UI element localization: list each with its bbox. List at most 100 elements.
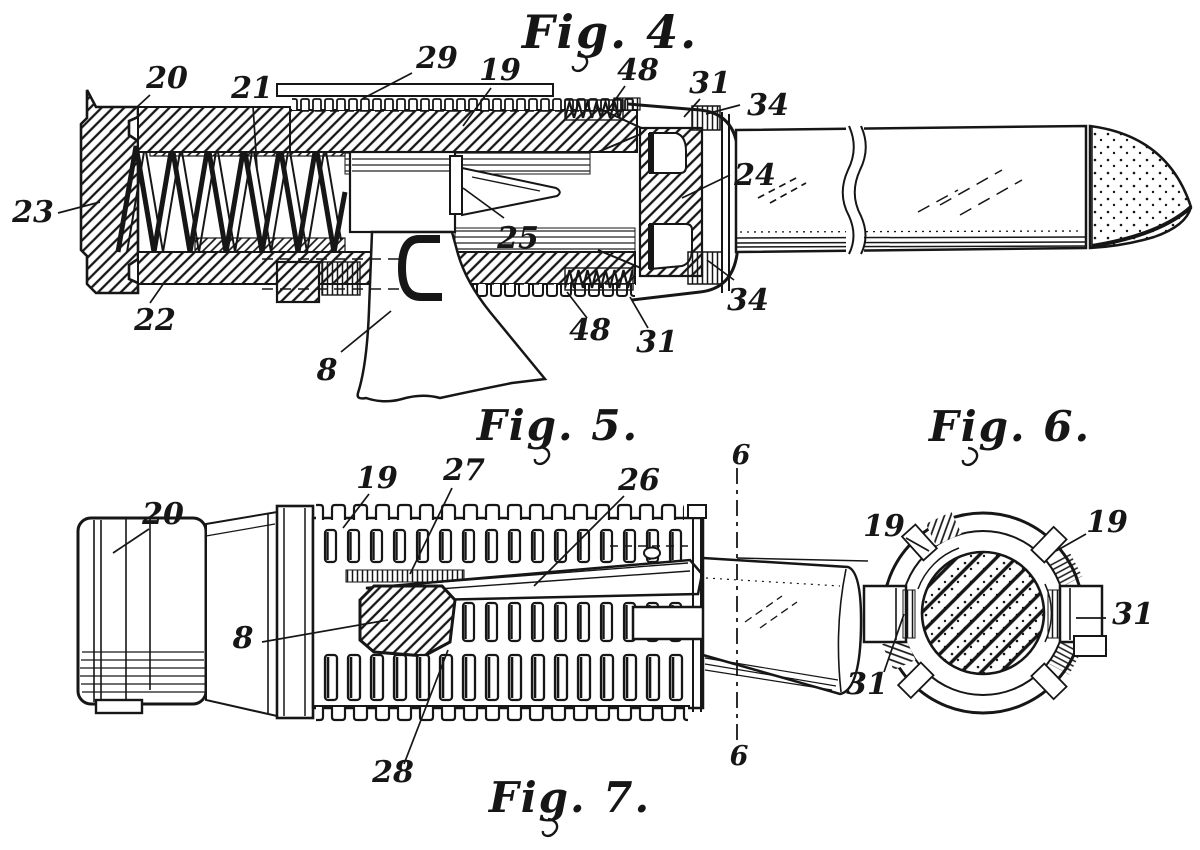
fig4-callout-20: 20 [145,61,188,96]
fig4-break-line2 [853,125,867,255]
fig4-spring48-bottom [564,267,634,291]
fig6-ring-hatch2 [925,511,962,546]
fig6-core-arc1 [917,547,960,590]
fig4-callout-48-bottom: 48 [569,313,611,348]
fig5-rod-end-arc [837,568,847,693]
fig4-sheen-marks [917,169,1023,216]
fig4-callout-31-bottom: 31 [636,325,678,360]
fig6-lug-right-step [1073,635,1107,657]
fig5-callout-19: 19 [356,461,398,496]
fig5-collar [275,504,315,720]
fig4-cartridge-band [735,236,1087,248]
fig5-rod-topline [736,557,869,562]
fig6-callout-19-left: 19 [863,509,905,544]
fig4-callout-25: 25 [496,221,539,256]
fig5-neck-topline [205,523,276,537]
fig4-callout-19: 19 [479,53,521,88]
fig5-rod [701,556,863,696]
fig4-cartridge-body [734,124,1088,254]
fig4-callout-23: 23 [11,195,54,230]
fig4-lower-step [275,260,321,304]
fig4-thread-teeth-top [292,96,635,110]
fig4-bullet-tip-base-shade [1091,205,1193,248]
fig5-cap-bottom-shading [80,651,205,693]
fig5-caption: Fig. 5. [476,401,639,450]
fig5-rod-sheen [744,595,798,629]
fig5-rod-bottom-lines [704,657,839,691]
fig4-bullet-tip-stipple [1090,126,1191,248]
fig6-lug-left [862,584,908,644]
fig5-lower-slots [320,652,690,704]
fig4-collet-vstripes-top [691,105,721,131]
fig6-core-stipple [922,552,1044,674]
fig4-callout-22: 22 [133,303,176,338]
fig6-caption: Fig. 6. [928,402,1091,451]
fig5-hole [643,546,661,560]
fig6-core-arc2 [1044,583,1053,643]
fig6-lug-right [1058,584,1104,644]
fig6-leaders [883,533,1106,673]
fig4-lever-slot [397,235,442,301]
fig6-gap1 [896,661,935,700]
fig5-callout-6-top: 6 [732,440,751,471]
fig4-leaders [57,72,807,353]
fig6-callout-31-left: 31 [846,667,888,702]
fig4-callout-24: 24 [733,158,776,193]
fig6-caption-flourish [961,446,979,467]
fig5-tab31 [631,605,715,641]
fig4-collet-cut-top [649,132,687,174]
fig4-callout-34-bottom: 34 [727,283,769,318]
fig4-callout-8: 8 [316,353,338,388]
fig5-cap-contours [93,518,151,703]
fig5-callout-27: 27 [442,453,485,488]
fig6-ring-hatch3 [1047,551,1083,588]
fig5-callout-26: 26 [617,463,660,498]
fig5-top-teeth [316,502,684,520]
fig4-callout-21: 21 [230,71,273,106]
fig4-firing-pin [461,166,561,217]
fig4-upper-band [137,106,291,153]
fig5-edge-tab [687,504,707,519]
fig4-break-line1 [841,125,855,255]
fig5-caption-flourish [533,445,551,466]
fig5-leaders [112,487,625,765]
fig6-callout-19-right: 19 [1086,505,1128,540]
fig4-pin-line [471,176,541,192]
fig4-cartridge-dotline [739,230,1083,233]
fig5-rod-dotline [705,577,841,587]
figure-7: Fig. 7. [488,773,651,838]
fig4-hammer-shading [352,154,453,176]
fig4-pin-flange [449,155,463,215]
fig4-lower-vstripes [321,261,361,296]
fig7-caption-flourish [541,817,559,838]
fig6-gap4 [1030,525,1068,564]
fig4-caption: Fig. 4. [520,5,698,59]
fig4-coil-spring [115,145,348,253]
fig4-callout-48-top: 48 [617,53,659,88]
fig4-callout-34-top: 34 [747,88,789,123]
fig6-callout-31-right: 31 [1112,597,1154,632]
fig5-blade-line1 [377,562,689,588]
fig4-collet-cut-bottom [649,223,693,271]
fig5-bottom-teeth [316,706,688,724]
fig4-callout-31-top: 31 [689,66,731,101]
fig4-caption-flourish [571,52,589,73]
fig5-callout-6-bottom: 6 [730,741,749,772]
fig5-callout-20: 20 [141,497,184,532]
fig5-serration-strip [345,569,465,583]
fig5-block8 [358,584,457,658]
fig6-lug-left-stripes [902,589,916,639]
fig5-neck [205,510,278,718]
figure-5: 19 27 26 6 20 8 28 6 Fig. 5. [76,401,869,790]
fig5-callout-28: 28 [371,755,414,790]
fig4-callout-29: 29 [415,41,458,76]
fig6-ring-hatch1 [881,634,916,671]
fig5-callout-8: 8 [232,621,254,656]
fig7-caption: Fig. 7. [488,773,651,822]
fig5-cap-foot [94,698,144,715]
fig4-chamber-bottom-shading [454,227,636,253]
fig5-upper-slots [320,527,690,566]
figure-6: 19 19 31 31 Fig. 6. [846,402,1154,715]
